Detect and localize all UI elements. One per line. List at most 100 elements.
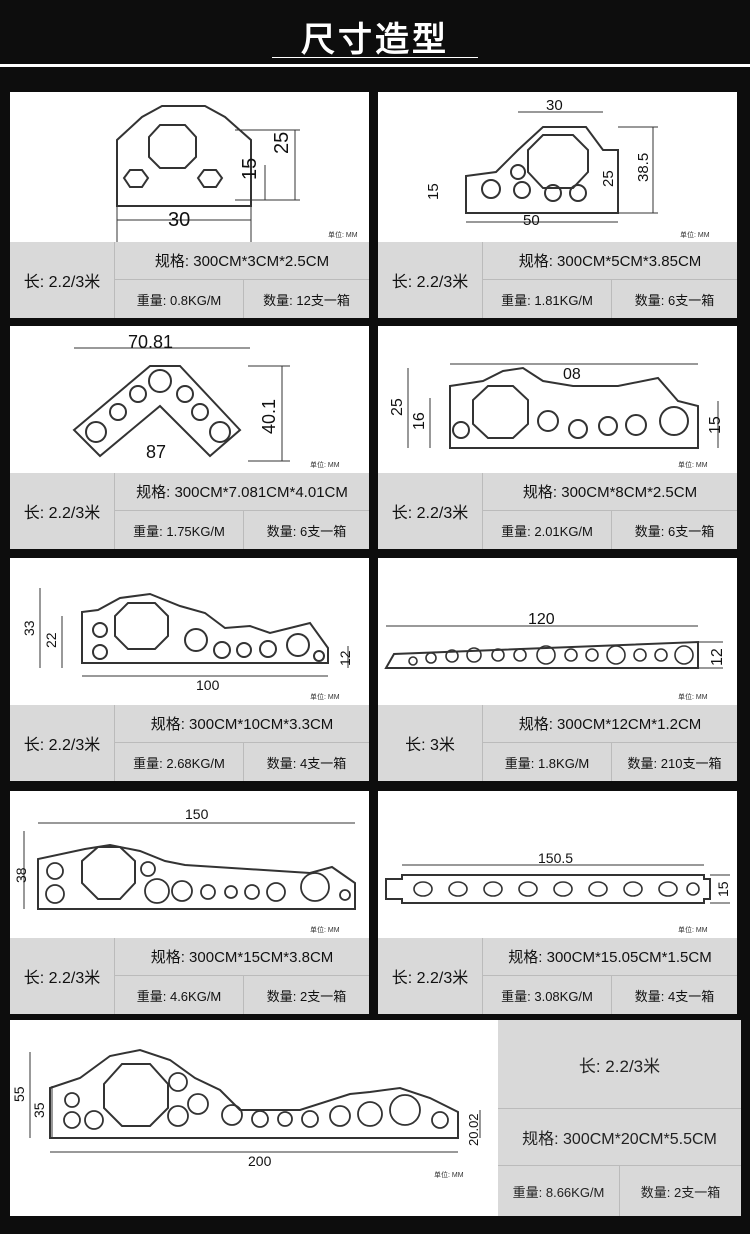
spec: 规格: 300CM*15.05CM*1.5CM — [483, 938, 737, 976]
quantity: 数量: 12支一箱 — [263, 292, 350, 308]
profile-drawing: 70.81 40.1 87 — [72, 332, 290, 462]
unit-label: 单位: MM — [328, 232, 358, 239]
spec: 规格: 300CM*12CM*1.2CM — [483, 705, 737, 743]
dim-width: 100 — [196, 677, 220, 693]
dim-right: 12 — [709, 648, 726, 666]
info-panel: 长: 2.2/3米 规格: 300CM*15CM*3.8CM 重量: 4.6KG… — [10, 938, 369, 1014]
dim-height-22: 22 — [43, 632, 59, 648]
weight: 重量: 3.08KG/M — [483, 976, 612, 1014]
info-panel: 长: 2.2/3米 规格: 300CM*20CM*5.5CM 重量: 8.66K… — [498, 1020, 741, 1216]
quantity: 数量: 6支一箱 — [634, 523, 715, 539]
spec: 规格: 300CM*20CM*5.5CM — [498, 1109, 741, 1166]
unit-label: 单位: MM — [434, 1172, 464, 1179]
info-panel: 长: 2.2/3米 规格: 300CM*7.081CM*4.01CM 重量: 1… — [10, 473, 369, 549]
length: 长: 2.2/3米 — [10, 705, 115, 781]
dim-width: 150.5 — [538, 850, 573, 866]
unit-label: 单位: MM — [310, 694, 340, 701]
dim-height-15: 15 — [239, 158, 261, 180]
quantity: 数量: 210支一箱 — [627, 755, 722, 771]
profile-drawing: 120 12 — [384, 611, 726, 669]
dim-height-25: 25 — [271, 132, 293, 154]
quantity: 数量: 4支一箱 — [634, 988, 715, 1004]
dim-width: 50 — [523, 212, 540, 229]
length: 长: 2.2/3米 — [498, 1020, 741, 1109]
length: 长: 2.2/3米 — [378, 938, 483, 1014]
product-card-7: 150 38 单位: MM 长: 2.2/3米 规格: 300CM*15CM*3… — [10, 791, 369, 1014]
unit-label: 单位: MM — [310, 927, 340, 934]
profile-drawing: 30 38.5 25 15 50 — [425, 97, 658, 229]
unit-label: 单位: MM — [680, 232, 710, 239]
product-card-3: 70.81 40.1 87 单位: MM 长: 2.2/3米 规格: 300CM… — [10, 326, 369, 549]
profile-drawing: 08 25 16 15 — [389, 363, 724, 449]
dim-height-33: 33 — [21, 620, 37, 636]
product-card-1: 30 25 15 单位: MM 长: 2.2/3米 规格: 300CM*3CM*… — [10, 92, 369, 318]
dim-height-25: 25 — [600, 170, 617, 187]
weight: 重量: 1.81KG/M — [483, 280, 612, 318]
weight: 重量: 4.6KG/M — [115, 976, 244, 1014]
dim-height-38-5: 38.5 — [635, 153, 652, 182]
info-panel: 长: 2.2/3米 规格: 300CM*3CM*2.5CM 重量: 0.8KG/… — [10, 242, 369, 318]
weight: 重量: 1.75KG/M — [115, 511, 244, 549]
weight: 重量: 8.66KG/M — [498, 1166, 620, 1216]
spec: 规格: 300CM*3CM*2.5CM — [115, 242, 369, 280]
profile-drawing: 30 25 15 — [116, 105, 300, 242]
quantity: 数量: 2支一箱 — [266, 988, 347, 1004]
spec: 规格: 300CM*7.081CM*4.01CM — [115, 473, 369, 511]
weight: 重量: 2.01KG/M — [483, 511, 612, 549]
dim-right: 20.02 — [466, 1113, 481, 1146]
dim-width: 08 — [563, 366, 581, 383]
profile-drawing: 33 22 100 12 — [21, 588, 353, 693]
dim-right: 15 — [715, 881, 731, 897]
product-card-8: 150.5 15 单位: MM 长: 2.2/3米 规格: 300CM*15.0… — [378, 791, 737, 1014]
quantity: 数量: 6支一箱 — [634, 292, 715, 308]
weight: 重量: 2.68KG/M — [115, 743, 244, 781]
dim-width: 30 — [168, 209, 190, 231]
weight: 重量: 0.8KG/M — [115, 280, 244, 318]
product-card-5: 33 22 100 12 单位: MM 长: 2.2/3米 规格: 300CM*… — [10, 558, 369, 781]
weight: 重量: 1.8KG/M — [483, 743, 612, 781]
dim-right: 15 — [707, 416, 724, 434]
info-panel: 长: 3米 规格: 300CM*12CM*1.2CM 重量: 1.8KG/M 数… — [378, 705, 737, 781]
profile-drawing: 55 35 200 20.02 — [11, 1048, 481, 1169]
product-card-6: 120 12 单位: MM 长: 3米 规格: 300CM*12CM*1.2CM… — [378, 558, 737, 781]
unit-label: 单位: MM — [678, 927, 708, 934]
dim-right: 12 — [337, 650, 353, 666]
spec: 规格: 300CM*5CM*3.85CM — [483, 242, 737, 280]
dim-height-16: 16 — [411, 412, 428, 430]
profile-drawing: 150 38 — [13, 806, 356, 910]
length: 长: 2.2/3米 — [10, 242, 115, 318]
spec: 规格: 300CM*8CM*2.5CM — [483, 473, 737, 511]
dim-left: 15 — [425, 183, 442, 200]
dim-angle: 87 — [146, 442, 166, 462]
dim-height-25: 25 — [389, 398, 406, 416]
quantity: 数量: 6支一箱 — [266, 523, 347, 539]
dim-height-55: 55 — [11, 1086, 27, 1102]
unit-label: 单位: MM — [678, 462, 708, 469]
unit-label: 单位: MM — [678, 694, 708, 701]
dim-width: 150 — [185, 806, 209, 822]
dim-width: 120 — [528, 611, 555, 628]
header-divider — [0, 64, 750, 67]
title-underline — [272, 57, 478, 58]
quantity: 数量: 4支一箱 — [266, 755, 347, 771]
header: 尺寸造型 — [0, 0, 750, 80]
length: 长: 2.2/3米 — [10, 473, 115, 549]
profile-drawing: 150.5 15 — [385, 850, 731, 904]
dim-width: 70.81 — [128, 332, 173, 352]
length: 长: 2.2/3米 — [378, 473, 483, 549]
length: 长: 3米 — [378, 705, 483, 781]
dim-height: 38 — [13, 867, 29, 883]
dim-width: 200 — [248, 1153, 272, 1169]
product-card-9: 55 35 200 20.02 单位: MM 长: 2.2/3米 规格: 300… — [10, 1020, 741, 1216]
info-panel: 长: 2.2/3米 规格: 300CM*15.05CM*1.5CM 重量: 3.… — [378, 938, 737, 1014]
product-card-2: 30 38.5 25 15 50 单位: MM 长: 2.2/3米 规格: 30… — [378, 92, 737, 318]
dim-height-35: 35 — [31, 1102, 47, 1118]
length: 长: 2.2/3米 — [10, 938, 115, 1014]
unit-label: 单位: MM — [310, 462, 340, 469]
info-panel: 长: 2.2/3米 规格: 300CM*10CM*3.3CM 重量: 2.68K… — [10, 705, 369, 781]
spec: 规格: 300CM*15CM*3.8CM — [115, 938, 369, 976]
length: 长: 2.2/3米 — [378, 242, 483, 318]
page-title: 尺寸造型 — [301, 21, 449, 59]
info-panel: 长: 2.2/3米 规格: 300CM*5CM*3.85CM 重量: 1.81K… — [378, 242, 737, 318]
spec: 规格: 300CM*10CM*3.3CM — [115, 705, 369, 743]
